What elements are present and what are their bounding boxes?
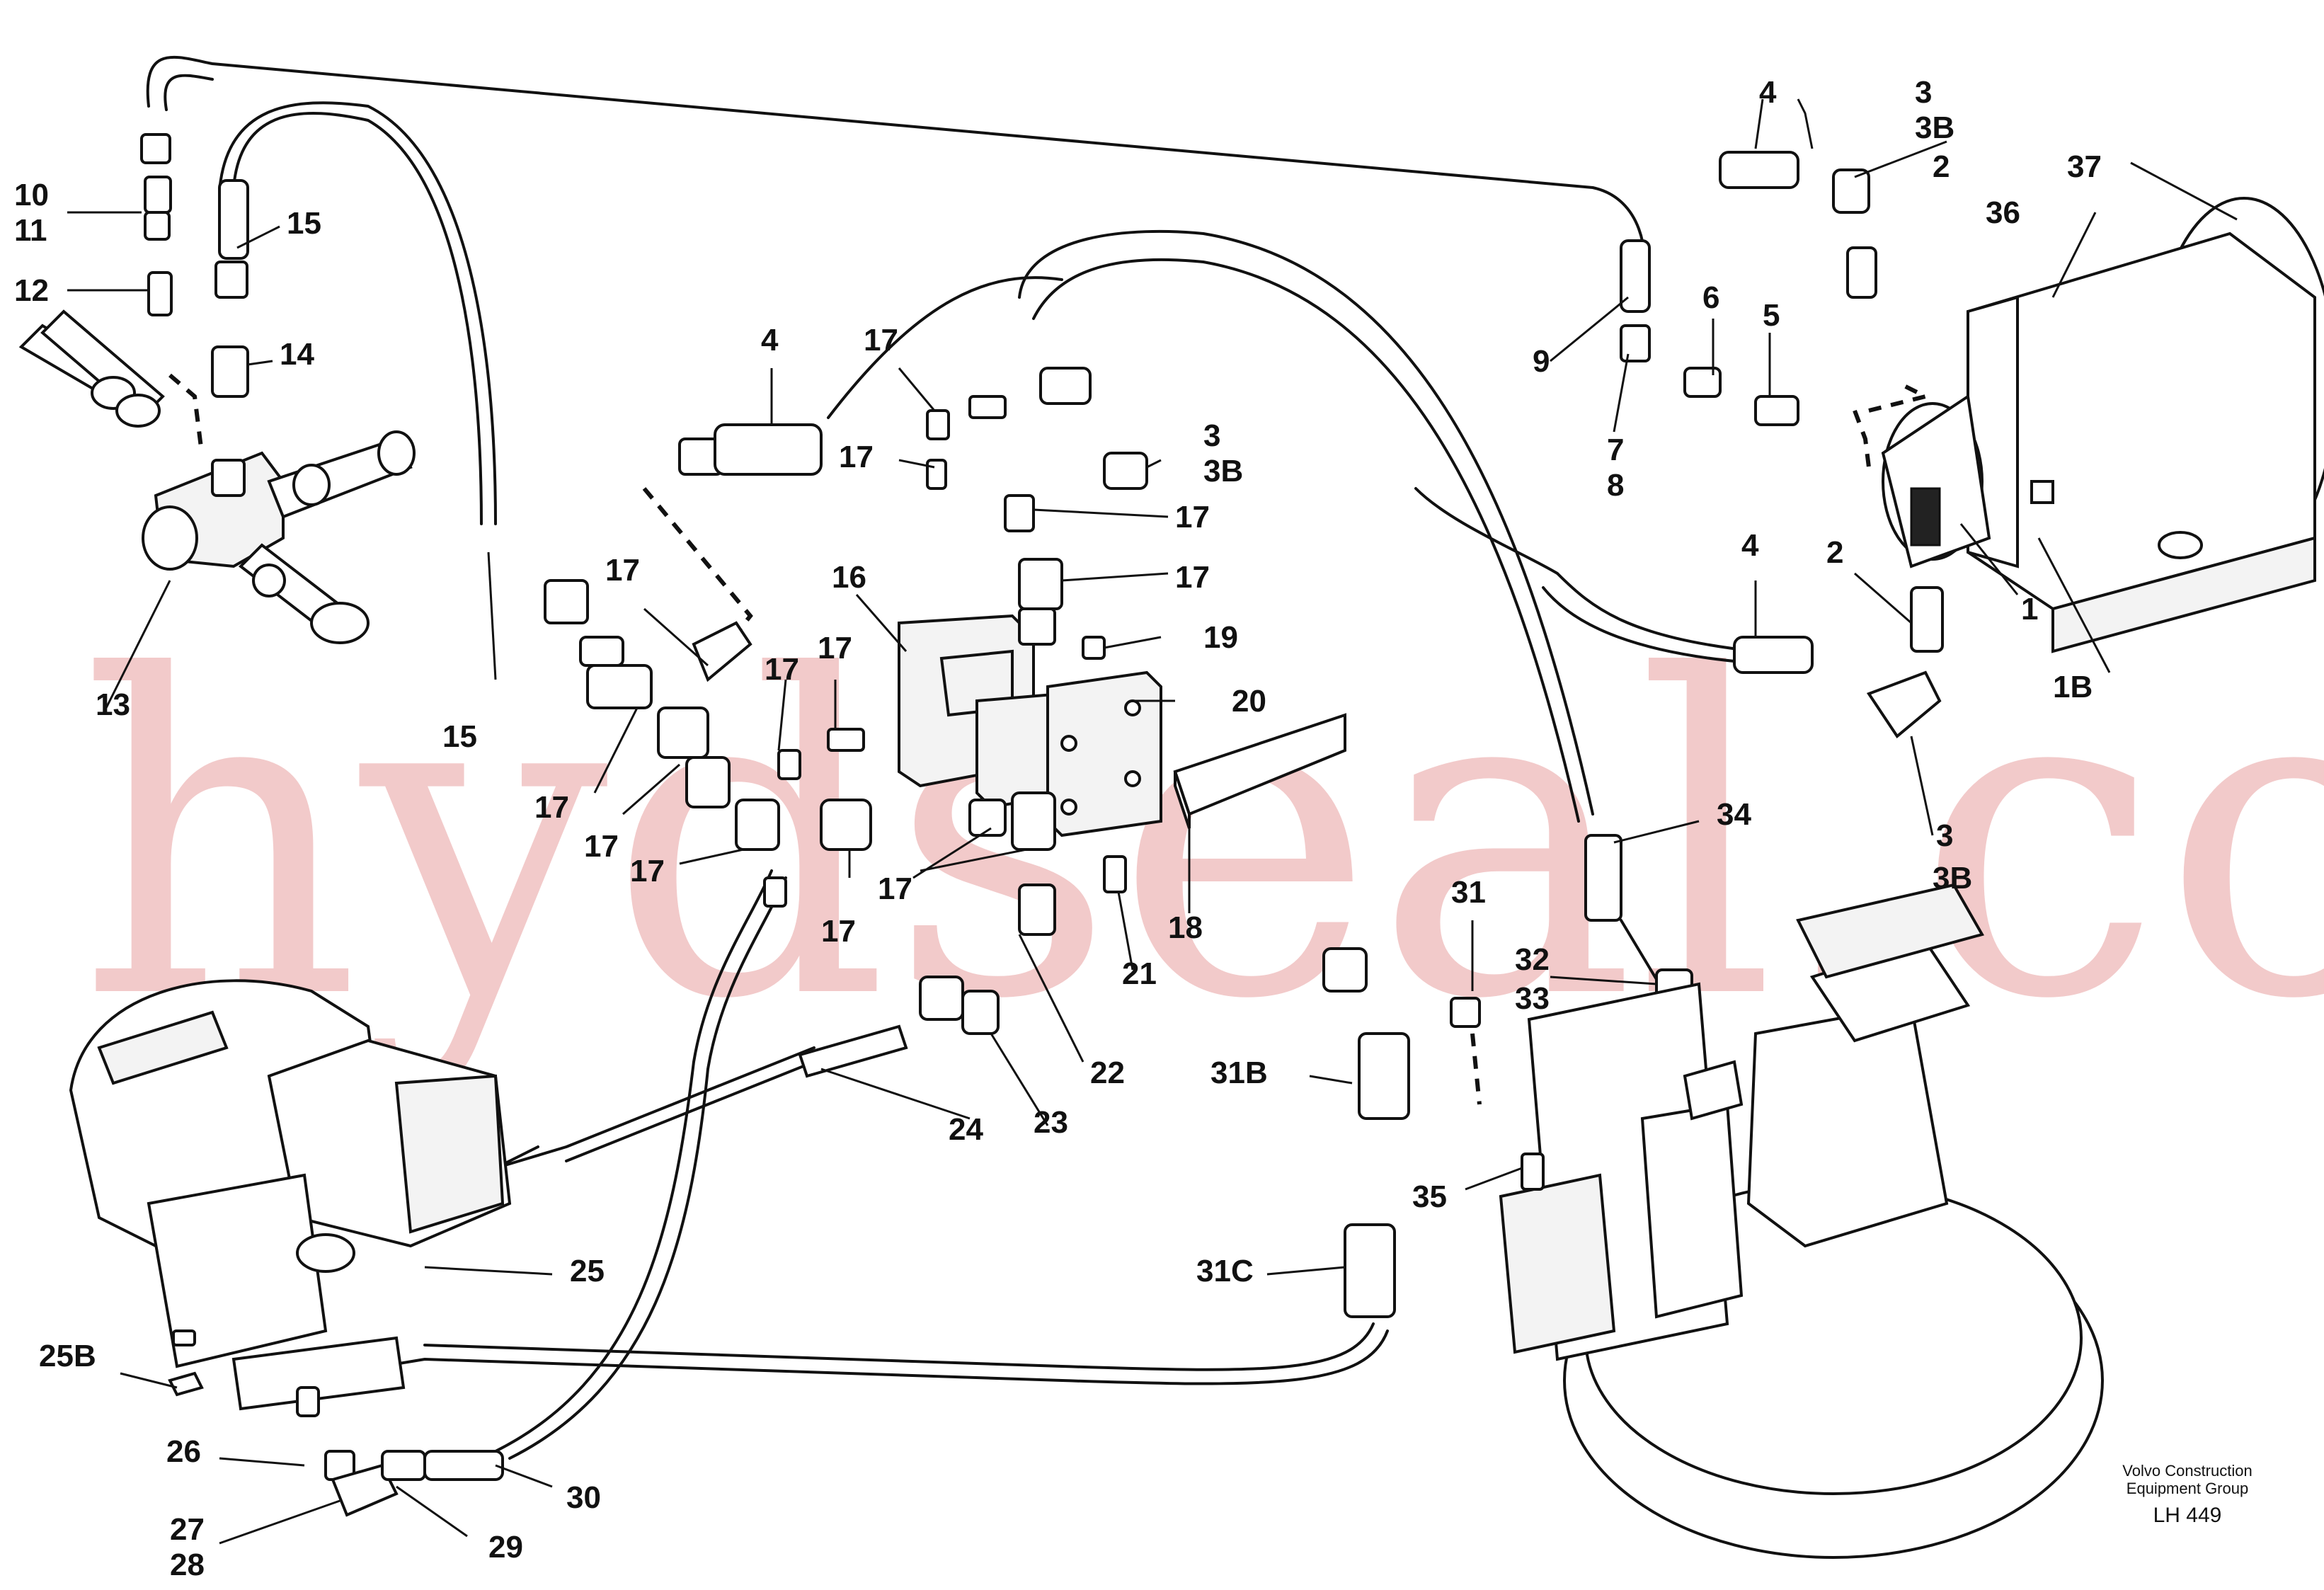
part-label: 19 bbox=[1203, 620, 1238, 655]
part-label: 9 bbox=[1533, 344, 1550, 379]
part-label: 14 bbox=[280, 337, 314, 372]
part-label: 3 bbox=[1915, 75, 1932, 110]
center-valve-block bbox=[898, 614, 1346, 837]
part-label: 28 bbox=[170, 1548, 205, 1582]
caption-line-2: Equipment Group bbox=[2126, 1480, 2248, 1497]
part-label: 24 bbox=[949, 1112, 983, 1147]
part-label: 15 bbox=[287, 206, 321, 241]
part-label: 8 bbox=[1607, 468, 1624, 503]
part-label: 17 bbox=[821, 914, 856, 949]
part-label: 15 bbox=[442, 719, 477, 754]
watermark-text: hydseal.com bbox=[78, 585, 2324, 1095]
part-label: 30 bbox=[566, 1480, 601, 1515]
part-label: 5 bbox=[1763, 298, 1780, 333]
right-motor-assembly bbox=[1881, 197, 2324, 653]
part-label: 3B bbox=[1915, 110, 1954, 145]
part-label: 31C bbox=[1196, 1254, 1254, 1288]
part-label: 4 bbox=[761, 323, 779, 358]
caption: Volvo Construction Equipment Group LH 44… bbox=[2122, 1462, 2252, 1527]
part-label: 25B bbox=[39, 1339, 96, 1373]
part-label: 1B bbox=[2053, 670, 2093, 704]
part-label: 3B bbox=[1933, 861, 1972, 896]
hoses bbox=[146, 55, 1757, 1460]
part-label: 20 bbox=[1232, 684, 1266, 719]
part-label: 27 bbox=[170, 1512, 205, 1547]
part-label: 31 bbox=[1451, 875, 1486, 910]
part-labels: 10 11 12 15 14 13 15 17 17 17 4 17 17 3 … bbox=[14, 75, 2102, 1582]
part-label: 3B bbox=[1203, 454, 1243, 488]
part-label: 2 bbox=[1826, 535, 1843, 570]
right-fittings bbox=[1584, 151, 1944, 1007]
part-label: 3 bbox=[1203, 418, 1220, 453]
part-label: 32 bbox=[1515, 942, 1550, 977]
part-label: 35 bbox=[1412, 1179, 1447, 1214]
part-label: 17 bbox=[1175, 500, 1210, 534]
part-label: 13 bbox=[96, 687, 130, 722]
part-label: 33 bbox=[1515, 981, 1550, 1016]
part-label: 17 bbox=[605, 553, 640, 588]
part-label: 34 bbox=[1717, 797, 1751, 832]
part-label: 36 bbox=[1986, 195, 2020, 230]
part-label: 21 bbox=[1122, 956, 1157, 991]
part-label: 3 bbox=[1936, 818, 1953, 853]
part-label: 4 bbox=[1759, 75, 1777, 110]
part-label: 31B bbox=[1210, 1056, 1268, 1090]
pump-assembly bbox=[69, 979, 512, 1517]
swivel-assembly bbox=[1499, 883, 2104, 1559]
part-label: 4 bbox=[1741, 528, 1759, 563]
part-label: 25 bbox=[570, 1254, 605, 1288]
part-label: 7 bbox=[1607, 433, 1624, 467]
part-label: 18 bbox=[1168, 910, 1203, 945]
part-label: 17 bbox=[765, 652, 799, 687]
part-label: 1 bbox=[2021, 592, 2038, 627]
part-label: 17 bbox=[584, 829, 619, 864]
part-label: 2 bbox=[1933, 149, 1950, 184]
part-label: 29 bbox=[488, 1530, 523, 1565]
diagram-code: LH 449 bbox=[2153, 1504, 2222, 1527]
part-label: 10 bbox=[14, 178, 49, 212]
part-label: 6 bbox=[1702, 280, 1719, 315]
watermark: hydseal.com bbox=[78, 585, 2324, 1095]
part-label: 12 bbox=[14, 273, 49, 308]
part-label: 17 bbox=[1175, 560, 1210, 595]
part-label: 17 bbox=[878, 871, 912, 906]
part-label: 17 bbox=[864, 323, 898, 358]
part-label: 37 bbox=[2067, 149, 2102, 184]
part-label: 17 bbox=[534, 790, 569, 825]
caption-line-1: Volvo Construction bbox=[2122, 1462, 2252, 1480]
left-valve-assembly bbox=[18, 133, 416, 644]
part-label: 16 bbox=[832, 560, 866, 595]
part-label: 17 bbox=[818, 631, 852, 665]
leader-lines bbox=[67, 98, 2238, 1545]
part-label: 23 bbox=[1034, 1105, 1068, 1140]
part-label: 17 bbox=[630, 854, 665, 888]
part-label: 26 bbox=[166, 1434, 201, 1469]
part-label: 22 bbox=[1090, 1056, 1125, 1090]
part-label: 11 bbox=[14, 213, 47, 248]
part-label: 17 bbox=[839, 440, 874, 474]
